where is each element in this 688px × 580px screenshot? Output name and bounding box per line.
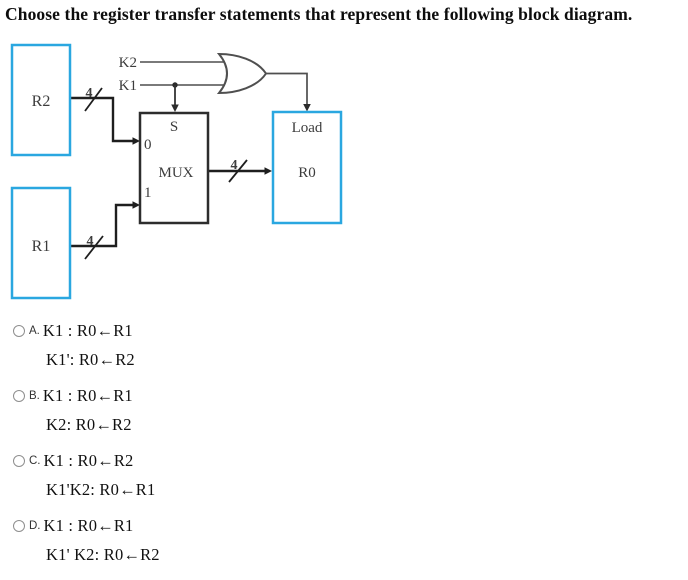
block-diagram: R2 R1 K2 K1 S 0 1 MUX Load R0 4 4 4 (0, 40, 360, 310)
mux-input0-label: 0 (144, 137, 152, 153)
option-b-statement-line2: K2: R0←R2 (46, 415, 132, 434)
r0-label: R0 (298, 165, 316, 181)
option-a-statement-line2: K1': R0←R2 (46, 350, 135, 369)
r2-bus-line (70, 96, 135, 143)
answer-options: A. K1 : R0←R1 K1': R0←R2 B. K1 : R0←R1 K… (13, 320, 413, 580)
option-b: B. K1 : R0←R1 K2: R0←R2 (13, 385, 413, 436)
option-a: A. K1 : R0←R1 K1': R0←R2 (13, 320, 413, 371)
option-c-letter: C. (29, 455, 41, 467)
option-c-radio[interactable] (13, 455, 25, 467)
mux-select-label: S (170, 119, 178, 135)
option-d-statement-line1: K1 : R0←R1 (43, 516, 134, 535)
option-a-radio[interactable] (13, 325, 25, 337)
r1-bus-line (70, 203, 135, 248)
option-d-radio[interactable] (13, 520, 25, 532)
option-d-statement-line2: K1' K2: R0←R2 (46, 545, 160, 564)
r0-input-arrowhead-icon (264, 167, 272, 175)
r2-bus-width-label: 4 (86, 86, 93, 101)
option-b-statement-line1: K1 : R0←R1 (42, 386, 133, 405)
option-d: D. K1 : R0←R1 K1' K2: R0←R2 (13, 515, 413, 566)
option-c: C. K1 : R0←R2 K1'K2: R0←R1 (13, 450, 413, 501)
r2-bus-slash-icon (84, 87, 103, 112)
register-r2-box (10, 43, 72, 157)
select-arrowhead-icon (171, 104, 179, 112)
option-c-statement-line2: K1'K2: R0←R1 (46, 480, 156, 499)
mux-box (138, 111, 210, 225)
option-a-letter: A. (29, 325, 40, 337)
or-gate-icon (216, 52, 268, 95)
r2-label: R2 (32, 93, 51, 110)
option-b-letter: B. (29, 390, 40, 402)
mux-input0-arrowhead-icon (132, 137, 140, 145)
or-output-line (265, 72, 308, 106)
register-r1-box (10, 186, 72, 300)
option-d-letter: D. (29, 520, 41, 532)
block-diagram-svg: R2 R1 K2 K1 S 0 1 MUX Load R0 4 4 4 (10, 43, 343, 300)
mux-label: MUX (158, 165, 193, 181)
option-b-radio[interactable] (13, 390, 25, 402)
r1-label: R1 (32, 238, 51, 255)
r1-bus-width-label: 4 (87, 234, 94, 249)
register-r0-box (271, 110, 343, 225)
r1-bus-slash-icon (84, 235, 104, 260)
mux-input1-arrowhead-icon (132, 201, 140, 209)
option-a-statement-line1: K1 : R0←R1 (42, 321, 133, 340)
load-label: Load (292, 120, 323, 136)
mux-input1-label: 1 (144, 185, 152, 201)
load-arrowhead-icon (303, 104, 311, 112)
mux-output-slash-icon (228, 159, 248, 183)
page-title: Choose the register transfer statements … (5, 4, 633, 24)
mux-output-bus-width-label: 4 (231, 158, 238, 173)
k1-label: K1 (119, 78, 137, 94)
option-c-statement-line1: K1 : R0←R2 (43, 451, 134, 470)
k2-label: K2 (119, 55, 137, 71)
